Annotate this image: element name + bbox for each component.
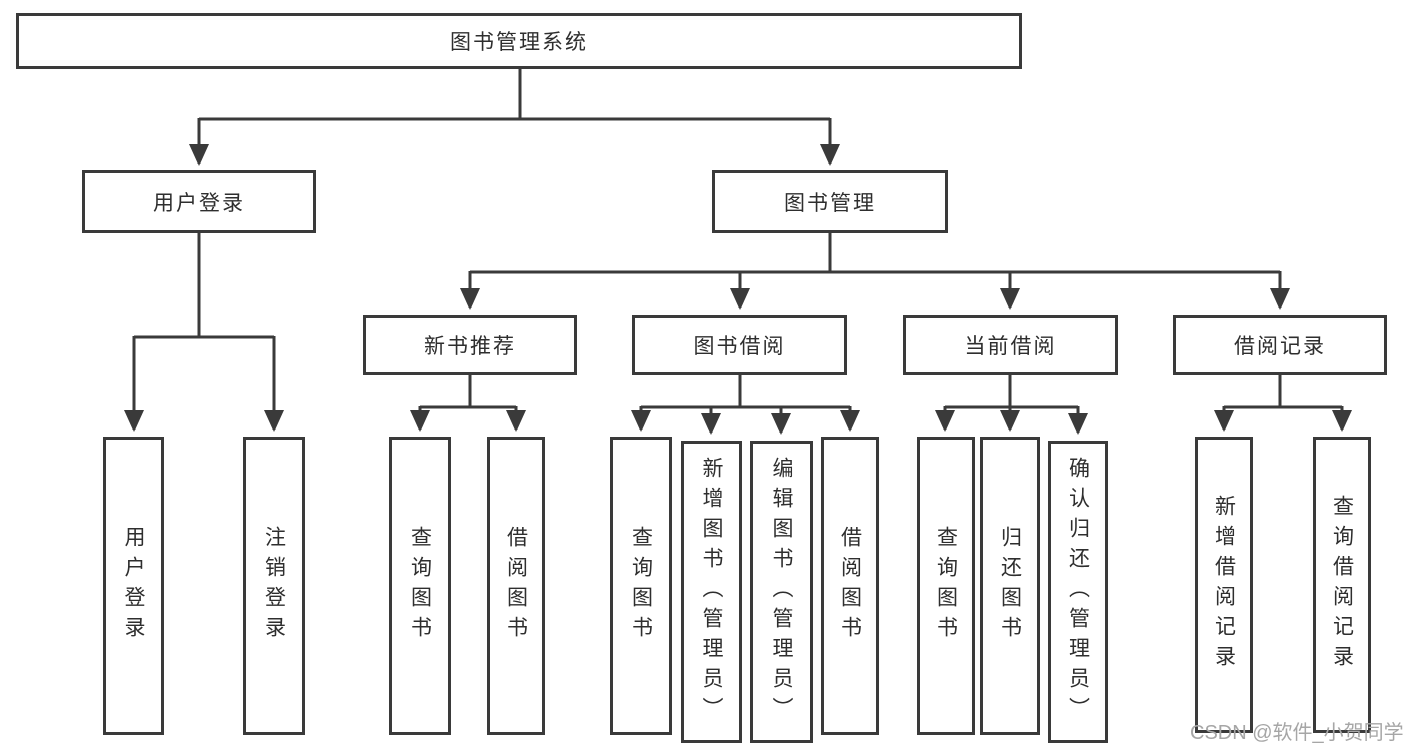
- node-new-book-rec-label: 新书推荐: [424, 334, 516, 358]
- connector-book-mgmt-to-level3: [460, 233, 1290, 310]
- node-current-borrow: 当前借阅: [903, 315, 1118, 375]
- node-book-borrow-label: 图书借阅: [693, 334, 786, 358]
- leaf-bb-query-book-label: 查询图书: [629, 526, 654, 646]
- leaf-bb-edit-book-label: 编辑图书（管理员）: [770, 457, 794, 727]
- connector-user-login-to-leaves: [124, 233, 284, 432]
- leaf-bb-borrow-book: 借阅图书: [821, 437, 879, 735]
- leaf-br-add-record: 新增借阅记录: [1195, 437, 1253, 733]
- leaf-cb-return-book-label: 归还图书: [998, 526, 1023, 646]
- leaf-bb-edit-book: 编辑图书（管理员）: [750, 441, 813, 743]
- node-root-label: 图书管理系统: [450, 30, 588, 54]
- leaf-cb-confirm-return: 确认归还（管理员）: [1048, 441, 1108, 743]
- connector-current-borrow-to-leaves: [935, 375, 1088, 435]
- leaf-br-query-record: 查询借阅记录: [1313, 437, 1371, 733]
- leaf-rec-borrow-book: 借阅图书: [487, 437, 545, 735]
- watermark: CSDN @软件_小贺同学: [1190, 722, 1404, 744]
- leaf-logout: 注销登录: [243, 437, 305, 735]
- node-root: 图书管理系统: [16, 13, 1022, 69]
- leaf-user-login: 用户登录: [103, 437, 164, 735]
- leaf-logout-label: 注销登录: [262, 526, 287, 646]
- node-user-login-label: 用户登录: [153, 190, 245, 215]
- leaf-cb-confirm-return-label: 确认归还（管理员）: [1066, 457, 1091, 727]
- leaf-rec-query-book: 查询图书: [389, 437, 451, 735]
- node-current-borrow-label: 当前借阅: [964, 334, 1057, 358]
- leaf-user-login-label: 用户登录: [122, 526, 146, 646]
- leaf-rec-borrow-book-label: 借阅图书: [504, 526, 529, 646]
- connector-book-borrow-to-leaves: [631, 375, 860, 435]
- node-borrow-record-label: 借阅记录: [1234, 334, 1326, 358]
- connector-root-to-level2: [189, 69, 840, 166]
- leaf-br-add-record-label: 新增借阅记录: [1212, 495, 1237, 675]
- leaf-rec-query-book-label: 查询图书: [408, 526, 433, 646]
- node-borrow-record: 借阅记录: [1173, 315, 1387, 375]
- node-book-mgmt: 图书管理: [712, 170, 948, 233]
- leaf-br-query-record-label: 查询借阅记录: [1330, 495, 1355, 675]
- leaf-cb-return-book: 归还图书: [980, 437, 1040, 735]
- connector-new-book-rec-to-leaves: [410, 375, 526, 432]
- leaf-bb-add-book-label: 新增图书（管理员）: [700, 457, 724, 727]
- leaf-bb-borrow-book-label: 借阅图书: [838, 526, 863, 646]
- node-book-mgmt-label: 图书管理: [784, 190, 876, 215]
- leaf-cb-query-book-label: 查询图书: [934, 526, 959, 646]
- node-book-borrow: 图书借阅: [632, 315, 847, 375]
- node-new-book-rec: 新书推荐: [363, 315, 577, 375]
- leaf-cb-query-book: 查询图书: [917, 437, 975, 735]
- connector-borrow-record-to-leaves: [1214, 375, 1352, 432]
- leaf-bb-add-book: 新增图书（管理员）: [681, 441, 742, 743]
- node-user-login: 用户登录: [82, 170, 316, 233]
- leaf-bb-query-book: 查询图书: [610, 437, 672, 735]
